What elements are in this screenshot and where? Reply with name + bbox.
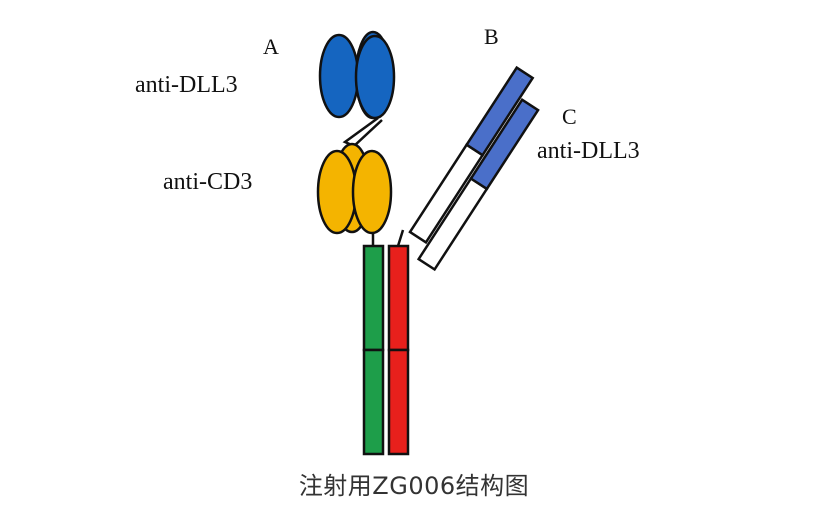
- label-domain-c: C: [562, 104, 577, 129]
- label-anti-dll3-right: anti-DLL3: [537, 138, 640, 164]
- anti-dll3-domain-a: [320, 32, 394, 118]
- label-domain-b: B: [484, 24, 499, 49]
- figure-caption: 注射用ZG006结构图: [0, 466, 828, 501]
- fc-chain-green-upper: [364, 246, 383, 350]
- fc-region: [364, 246, 408, 454]
- anti-cd3-oval-left: [318, 151, 356, 233]
- anti-cd3-oval-right: [353, 151, 391, 233]
- anti-dll3-oval-front: [320, 35, 358, 117]
- label-anti-cd3: anti-CD3: [163, 169, 252, 195]
- fab-arm: [400, 68, 551, 270]
- label-anti-dll3-top: anti-DLL3: [135, 72, 238, 98]
- label-domain-a: A: [263, 34, 279, 59]
- anti-cd3-domain: [318, 144, 391, 233]
- fc-chain-red-lower: [389, 350, 408, 454]
- anti-dll3-oval-right: [356, 36, 394, 118]
- fc-chain-red-upper: [389, 246, 408, 350]
- fc-chain-green-lower: [364, 350, 383, 454]
- linker-fab-to-fc: [398, 230, 403, 246]
- linker-dll3-to-cd3: [345, 118, 382, 146]
